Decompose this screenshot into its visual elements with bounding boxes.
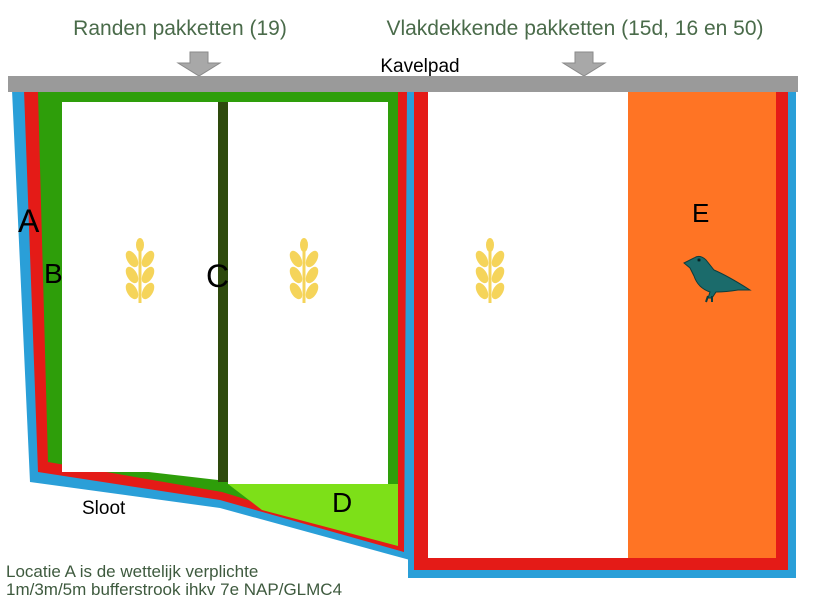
kavelpad-label: Kavelpad: [380, 56, 459, 77]
wheat-icon: [125, 238, 155, 303]
zone-d-area: [228, 484, 398, 546]
wheat-icon: [475, 238, 505, 303]
bird-icon: [683, 255, 752, 303]
field-right-white: [428, 92, 628, 558]
right-header: Vlakdekkende pakketten (15d, 16 en 50): [386, 17, 763, 40]
zone-e-orange: [628, 92, 776, 558]
label-a: A: [18, 203, 40, 239]
label-c: C: [206, 258, 229, 294]
kavelpad-path: [8, 76, 798, 92]
label-e: E: [692, 198, 709, 228]
arrow-down-icon: [561, 51, 607, 77]
divider-line-c: [218, 102, 228, 482]
field-b-left-bottom: [62, 462, 218, 480]
left-header: Randen pakketten (19): [73, 17, 287, 40]
footnote-line-2: 1m/3m/5m bufferstrook ihkv 7e NAP/GLMC4: [6, 580, 342, 597]
label-b: B: [44, 258, 63, 289]
label-d: D: [332, 487, 352, 518]
footnote-line-1: Locatie A is de wettelijk verplichte: [6, 562, 258, 581]
ditch-label: Sloot: [82, 498, 126, 519]
wheat-icon: [289, 238, 319, 303]
arrow-down-icon: [176, 51, 222, 77]
